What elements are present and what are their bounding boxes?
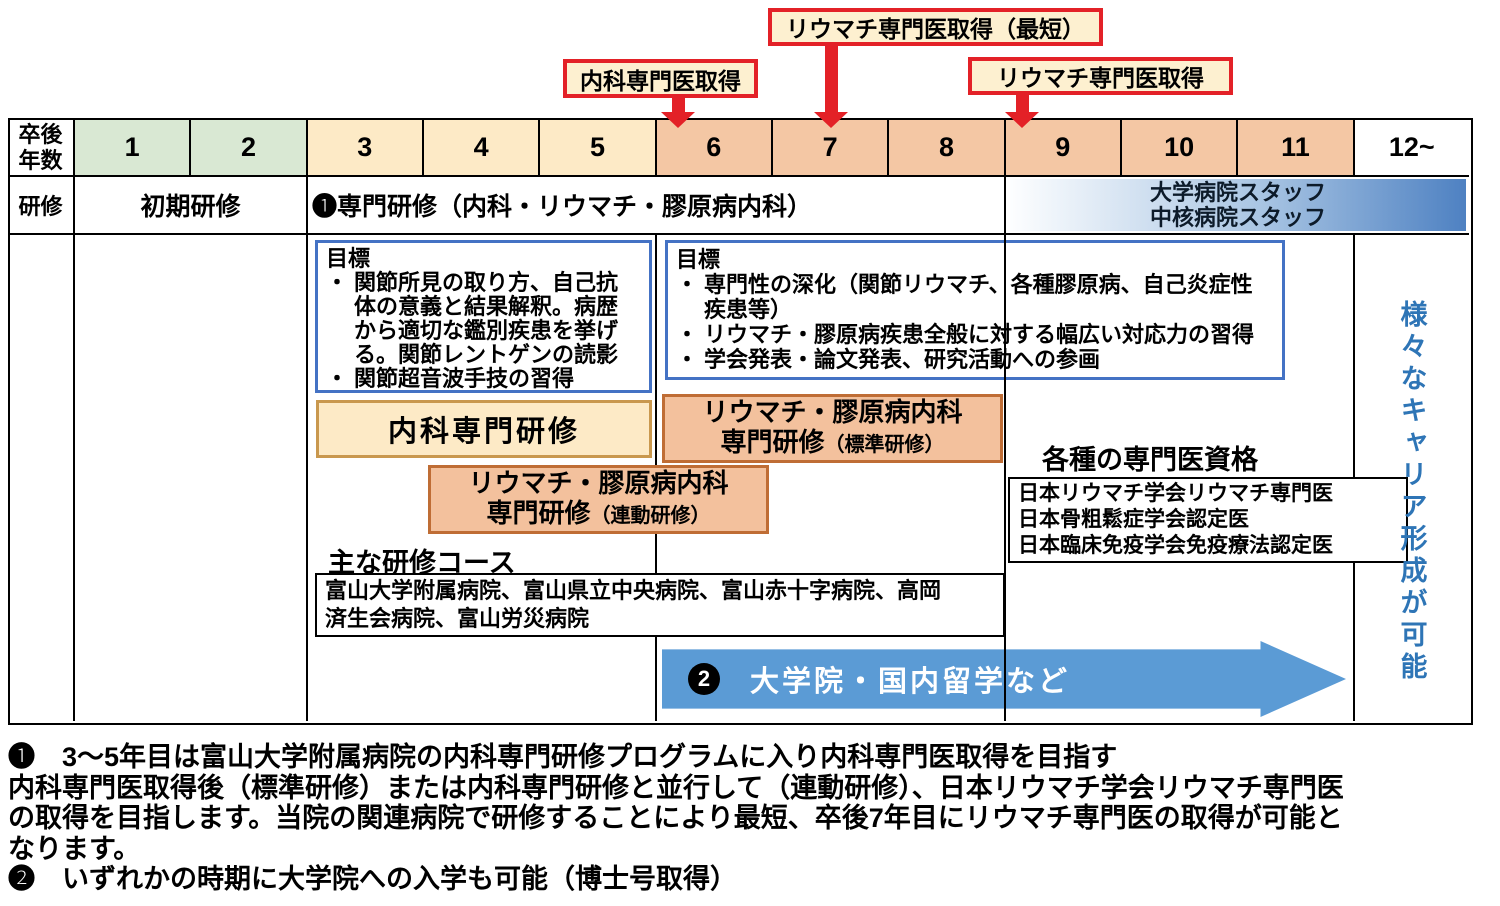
callout-internal-medicine-cert: 内科専門医取得 (563, 59, 758, 98)
hospital-line: 富山大学附属病院、富山県立中央病院、富山赤十字病院、高岡 (325, 578, 942, 603)
year-cell: 7 (770, 120, 888, 175)
qualification-item: 日本臨床免疫学会免疫療法認定医 (1018, 534, 1333, 557)
year-cell: 6 (654, 120, 771, 175)
year-cell: 10 (1119, 120, 1237, 175)
goal-item: 関節超音波手技の習得 (326, 367, 624, 392)
standard-box-tag: （標準研修） (824, 434, 945, 456)
goal-item: リウマチ・膠原病疾患全般に対する幅広い対応力の習得 (676, 322, 1260, 347)
down-arrow-icon (661, 97, 695, 128)
qualification-item: 日本骨粗鬆症学会認定医 (1018, 508, 1249, 531)
initial-training-cell: 初期研修 (75, 177, 306, 233)
internal-medicine-training-box: 内科専門研修 (316, 400, 652, 458)
footnote-line: ❶ 3～5年目は富山大学附属病院の内科専門研修プログラムに入り内科専門医取得を目… (8, 742, 1118, 772)
linked-box-line2: 専門研修 (486, 498, 591, 528)
training-row-label: 研修 (18, 194, 63, 219)
footnotes: ❶ 3～5年目は富山大学附属病院の内科専門研修プログラムに入り内科専門医取得を目… (8, 742, 1498, 895)
hospitals-box: 富山大学附属病院、富山県立中央病院、富山赤十字病院、高岡済生会病院、富山労災病院 (315, 573, 1005, 637)
down-arrow-icon (814, 46, 848, 128)
year-cell: 12~ (1352, 120, 1469, 175)
qualification-item: 日本リウマチ学会リウマチ専門医 (1018, 482, 1333, 505)
hospital-staff-banner: 大学病院スタッフ中核病院スタッフ (1010, 179, 1466, 231)
callout-rheuma-cert: リウマチ専門医取得 (968, 57, 1233, 95)
grad-arrow-label: 大学院・国内留学など (750, 666, 1071, 698)
hospital-line: 済生会病院、富山労災病院 (325, 606, 590, 631)
goals-right-title: 目標 (676, 247, 721, 272)
staff-line: 大学病院スタッフ (1149, 180, 1326, 205)
year-cell: 11 (1236, 120, 1353, 175)
footnote-line: ❷ いずれかの時期に大学院への入学も可能（博士号取得） (8, 864, 737, 894)
goals-box-internal-medicine: 目標 関節所見の取り方、自己抗体の意義と結果解釈。病歴から適切な鑑別疾患を挙げる… (315, 240, 652, 393)
grid-hline (8, 233, 1469, 235)
linked-box-tag: （連動研修） (590, 505, 711, 527)
grid-hline (8, 175, 1469, 177)
specialty-training-cell: ❶専門研修（内科・リウマチ・膠原病内科） (308, 177, 1008, 233)
year-cell: 4 (421, 120, 539, 175)
grid-vline (1353, 120, 1355, 721)
goals-left-title: 目標 (326, 246, 371, 271)
arrow-shaft (1015, 95, 1029, 112)
goals-right-list: 専門性の深化（関節リウマチ、各種膠原病、自己炎症性疾患等）リウマチ・膠原病疾患全… (676, 272, 1260, 372)
standard-box-line2: 専門研修 (720, 427, 825, 457)
arrow-head (1005, 112, 1039, 128)
arrow-shaft (824, 46, 838, 112)
linked-box-line1: リウマチ・膠原病内科 (468, 468, 729, 498)
year-cell: 2 (189, 120, 306, 175)
footnote-line: 内科専門医取得後（標準研修）または内科専門研修と並行して（連動研修）、日本リウマ… (8, 772, 1344, 803)
rheuma-standard-training-box: リウマチ・膠原病内科 専門研修 （標準研修） (662, 394, 1003, 463)
goal-item: 学会発表・論文発表、研究活動への参画 (676, 347, 1260, 372)
qualifications-box: 日本リウマチ学会リウマチ専門医日本骨粗鬆症学会認定医日本臨床免疫学会免疫療法認定… (1008, 477, 1408, 563)
goal-item: 関節所見の取り方、自己抗体の意義と結果解釈。病歴から適切な鑑別疾患を挙げる。関節… (326, 271, 624, 367)
arrow-head (814, 112, 848, 128)
year-cell: 3 (305, 120, 422, 175)
arrow-shaft (671, 97, 685, 112)
qualifications-title: 各種の専門医資格 (1042, 445, 1258, 475)
staff-line: 中核病院スタッフ (1149, 205, 1326, 230)
grid-vline-overlay (1004, 120, 1006, 721)
standard-box-line1: リウマチ・膠原病内科 (702, 397, 963, 427)
callout-rheuma-cert-fastest: リウマチ専門医取得（最短） (768, 8, 1103, 46)
year-cell: 9 (1003, 120, 1120, 175)
grid-vline (655, 120, 657, 721)
years-axis-label: 卒後 年数 (18, 121, 63, 173)
arrow-head (661, 112, 695, 128)
footnote-line: なります。 (8, 833, 141, 864)
year-cell: 1 (75, 120, 190, 175)
goals-left-list: 関節所見の取り方、自己抗体の意義と結果解釈。病歴から適切な鑑別疾患を挙げる。関節… (326, 271, 624, 392)
down-arrow-icon (1005, 95, 1039, 128)
rheuma-linked-training-box: リウマチ・膠原病内科 専門研修 （連動研修） (428, 465, 769, 534)
grid-vline (306, 120, 308, 721)
year-cell: 8 (887, 120, 1004, 175)
year-cell: 5 (538, 120, 655, 175)
goals-box-rheumatology: 目標 専門性の深化（関節リウマチ、各種膠原病、自己炎症性疾患等）リウマチ・膠原病… (665, 240, 1285, 380)
goal-item: 専門性の深化（関節リウマチ、各種膠原病、自己炎症性疾患等） (676, 272, 1260, 322)
career-vertical-text: 様々なキャリア形成が可能 (1396, 300, 1427, 684)
grid-vline (73, 120, 75, 721)
note2-badge: 2 (688, 663, 720, 695)
footnote-line: の取得を目指します。当院の関連病院で研修することにより最短、卒後7年目にリウマチ… (8, 803, 1343, 833)
